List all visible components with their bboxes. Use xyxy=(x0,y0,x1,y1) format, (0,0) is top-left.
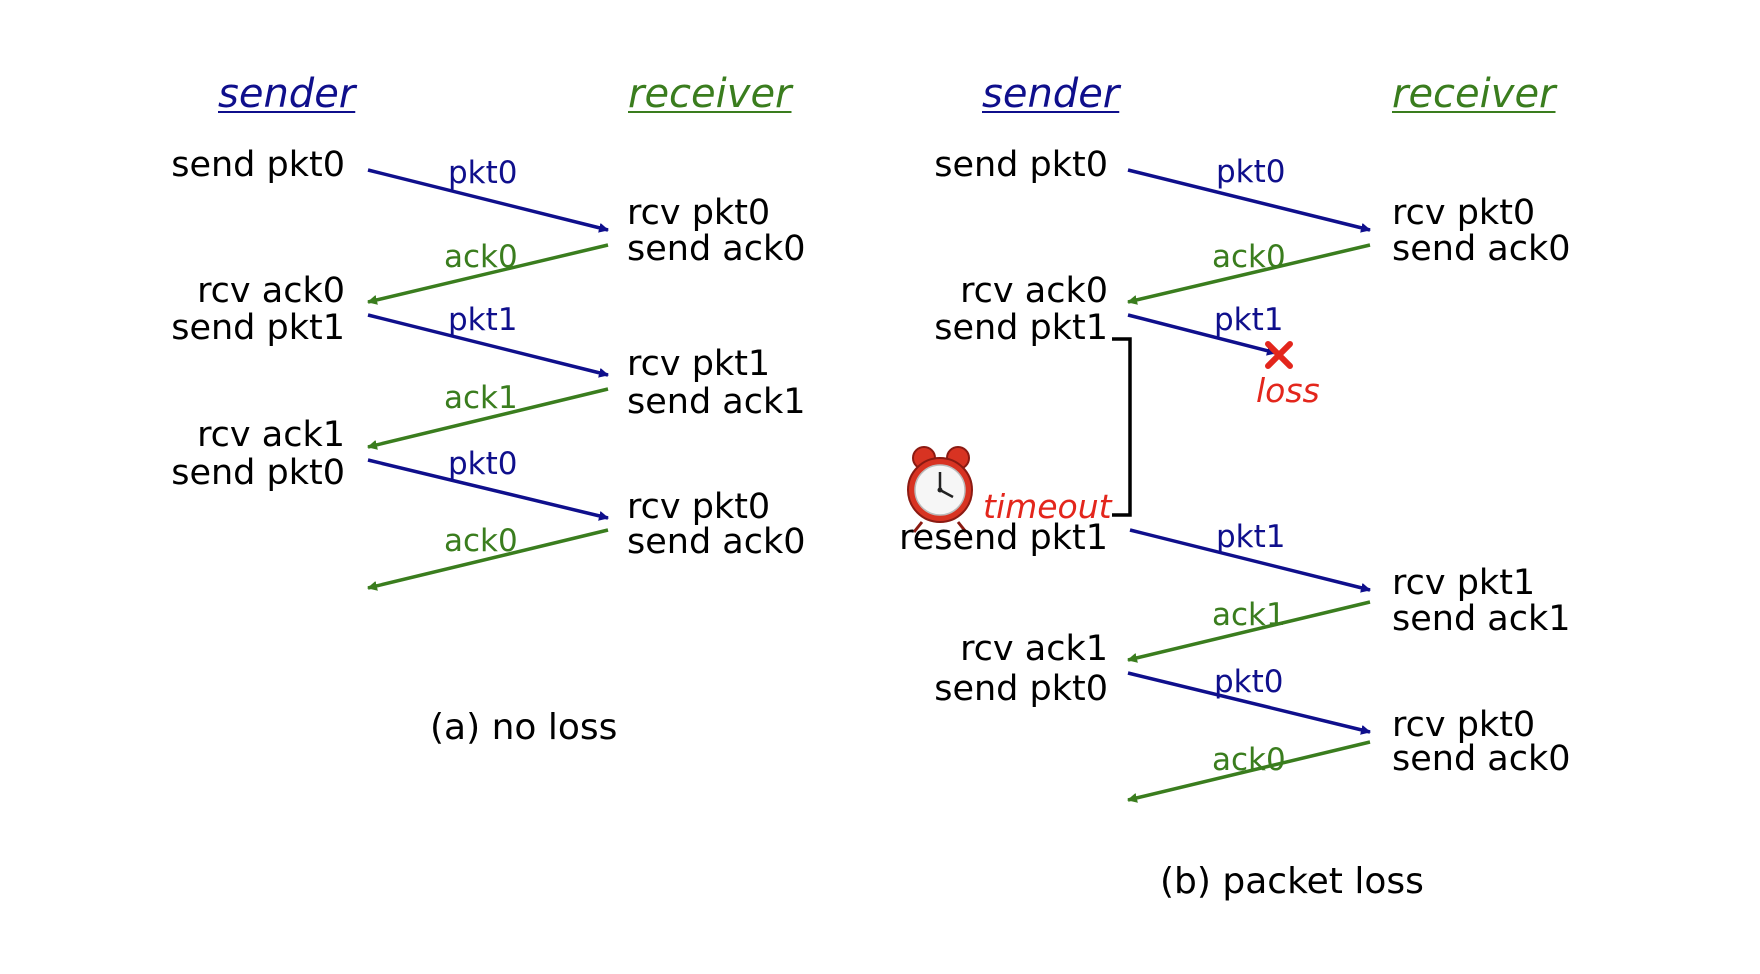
message-label: pkt0 xyxy=(1216,154,1286,190)
message-label: ack0 xyxy=(1212,742,1286,778)
arrow-pkt1-a xyxy=(367,313,609,378)
message-label: pkt1 xyxy=(1216,519,1286,555)
sender-event: rcv ack0 xyxy=(197,271,345,311)
arrow-ack0-b1 xyxy=(1127,243,1371,305)
receiver-event: rcv pkt0 xyxy=(627,193,771,233)
arrow-ack0-a1 xyxy=(367,243,609,305)
loss-label: loss xyxy=(1256,371,1320,410)
receiver-event: rcv pkt1 xyxy=(1392,563,1536,603)
arrow-ack0-a2 xyxy=(367,528,609,591)
message-label: ack0 xyxy=(444,239,518,275)
arrow-pkt0-a2 xyxy=(367,458,609,521)
message-label: ack1 xyxy=(444,380,518,416)
sender-event: send pkt0 xyxy=(171,453,345,493)
message-label: ack0 xyxy=(444,523,518,559)
message-label: pkt1 xyxy=(1214,302,1284,338)
arrow-ack1-a xyxy=(367,387,609,450)
sender-event: resend pkt1 xyxy=(899,518,1108,558)
receiver-event: send ack0 xyxy=(1392,229,1571,269)
timeout-bracket xyxy=(1112,337,1132,517)
receiver-event: rcv pkt0 xyxy=(627,487,771,527)
receiver-event: send ack1 xyxy=(627,382,806,422)
message-label: pkt0 xyxy=(448,446,518,482)
receiver-title: receiver xyxy=(1392,71,1556,117)
receiver-event: send ack0 xyxy=(1392,739,1571,779)
receiver-event: send ack0 xyxy=(627,229,806,269)
message-label: pkt1 xyxy=(448,302,518,338)
sender-event: send pkt0 xyxy=(171,145,345,185)
receiver-event: send ack1 xyxy=(1392,599,1571,639)
arrow-pkt0-b2 xyxy=(1127,671,1371,735)
timeout-label: timeout xyxy=(983,487,1112,526)
sender-event: send pkt1 xyxy=(934,308,1108,348)
arrow-pkt0-a1 xyxy=(367,168,609,233)
receiver-title: receiver xyxy=(628,71,792,117)
receiver-event: rcv pkt0 xyxy=(1392,193,1536,233)
alarm-clock-icon xyxy=(907,446,973,533)
caption-a: (a) no loss xyxy=(430,707,618,748)
arrow-pkt1-lost xyxy=(1127,313,1277,356)
sender-title: sender xyxy=(982,71,1120,117)
sender-event: rcv ack0 xyxy=(960,271,1108,311)
message-label: pkt0 xyxy=(448,155,518,191)
message-label: ack0 xyxy=(1212,239,1286,275)
loss-x-icon xyxy=(1265,341,1293,369)
arrow-ack0-b2 xyxy=(1127,740,1371,803)
sender-title: sender xyxy=(218,71,356,117)
arrow-pkt1-resend xyxy=(1129,528,1371,593)
arrow-pkt0-b1 xyxy=(1127,168,1371,233)
sender-event: send pkt0 xyxy=(934,145,1108,185)
sender-event: send pkt1 xyxy=(171,308,345,348)
receiver-event: send ack0 xyxy=(627,522,806,562)
sender-event: rcv ack1 xyxy=(197,415,345,455)
receiver-event: rcv pkt0 xyxy=(1392,705,1536,745)
sender-event: rcv ack1 xyxy=(960,629,1108,669)
message-label: ack1 xyxy=(1212,597,1286,633)
sender-event: send pkt0 xyxy=(934,669,1108,709)
receiver-event: rcv pkt1 xyxy=(627,344,771,384)
arrow-ack1-b xyxy=(1127,600,1371,663)
caption-b: (b) packet loss xyxy=(1160,861,1424,902)
message-label: pkt0 xyxy=(1214,664,1284,700)
